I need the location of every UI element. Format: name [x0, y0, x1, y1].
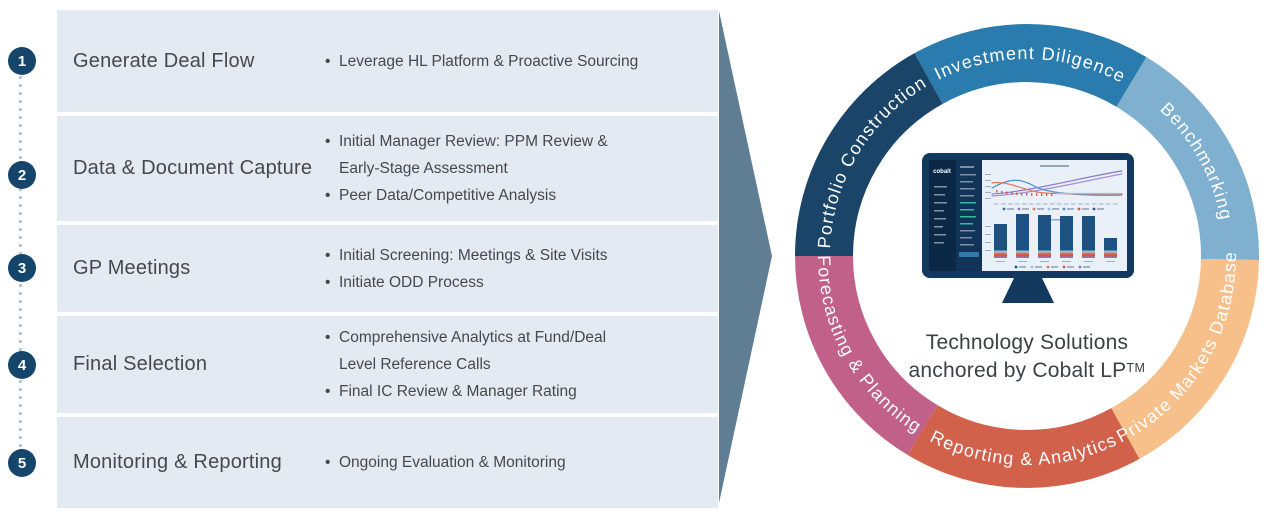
- dashboard-legend: [1002, 207, 1104, 211]
- ring-segment-reporting-analytics: [907, 404, 1140, 488]
- monitor-graphic: cobalt: [922, 153, 1134, 303]
- dashboard-bar-chart: [985, 214, 1117, 269]
- step-title: Data & Document Capture: [73, 157, 313, 179]
- process-step-row: Final Selection Comprehensive Analytics …: [57, 316, 718, 413]
- process-step-row: Monitoring & Reporting Ongoing Evaluatio…: [57, 417, 718, 508]
- process-panel: Generate Deal Flow Leverage HL Platform …: [57, 10, 718, 508]
- bullet-item: Comprehensive Analytics at Fund/Deal Lev…: [325, 324, 710, 378]
- ring-segment-forecasting-planning: [795, 255, 938, 455]
- step-title: Final Selection: [73, 353, 208, 375]
- flow-arrow-icon: [719, 11, 772, 503]
- monitor-stand: [1002, 278, 1054, 303]
- step-title: Generate Deal Flow: [73, 49, 255, 72]
- dashboard-legend: [1014, 265, 1090, 269]
- ring-segment-benchmarking: [1116, 57, 1260, 260]
- step-bullets: Initial Manager Review: PPM Review & Ear…: [325, 128, 718, 209]
- caption-line2: anchored by Cobalt LPTM: [908, 359, 1146, 382]
- step-bullets: Comprehensive Analytics at Fund/Deal Lev…: [325, 324, 718, 405]
- bullet-item: Peer Data/Competitive Analysis: [325, 182, 710, 209]
- step-bullets: Initial Screening: Meetings & Site Visit…: [325, 242, 718, 296]
- dashboard-sidebar: cobalt: [929, 160, 982, 271]
- step-title: GP Meetings: [73, 257, 191, 279]
- caption-line1: Technology Solutions: [925, 331, 1129, 354]
- ring-segment-private-markets-database: [1110, 258, 1259, 459]
- step-number-badge: 1: [8, 47, 36, 75]
- step-title: Monitoring & Reporting: [73, 451, 282, 473]
- step-number-badge: 3: [8, 254, 36, 282]
- bullet-item: Leverage HL Platform & Proactive Sourcin…: [325, 48, 710, 75]
- step-bullets: Ongoing Evaluation & Monitoring: [325, 449, 718, 476]
- bullet-item: Initial Manager Review: PPM Review & Ear…: [325, 128, 710, 182]
- bullet-item: Initiate ODD Process: [325, 269, 710, 296]
- solutions-ring: Investment Diligence Benchmarking Privat…: [795, 24, 1260, 488]
- trademark: TM: [1126, 361, 1146, 375]
- step-bullets: Leverage HL Platform & Proactive Sourcin…: [325, 48, 718, 75]
- dashboard-logo: cobalt: [933, 169, 951, 175]
- process-step-row: Generate Deal Flow Leverage HL Platform …: [57, 10, 718, 112]
- bullet-item: Final IC Review & Manager Rating: [325, 378, 710, 405]
- process-step-row: Data & Document Capture Initial Manager …: [57, 116, 718, 221]
- process-step-row: GP Meetings Initial Screening: Meetings …: [57, 225, 718, 312]
- ring-segments: [795, 24, 1260, 488]
- dashboard-line-chart: [985, 165, 1123, 211]
- step-number-badge: 4: [8, 351, 36, 379]
- ring-segment-investment-diligence: [914, 24, 1147, 108]
- bullet-item: Ongoing Evaluation & Monitoring: [325, 449, 710, 476]
- step-number-badge: 5: [8, 449, 36, 477]
- center-caption: Technology Solutions anchored by Cobalt …: [857, 329, 1197, 387]
- step-number-badge: 2: [8, 161, 36, 189]
- bullet-item: Initial Screening: Meetings & Site Visit…: [325, 242, 710, 269]
- ring-segment-portfolio-construction: [795, 53, 944, 257]
